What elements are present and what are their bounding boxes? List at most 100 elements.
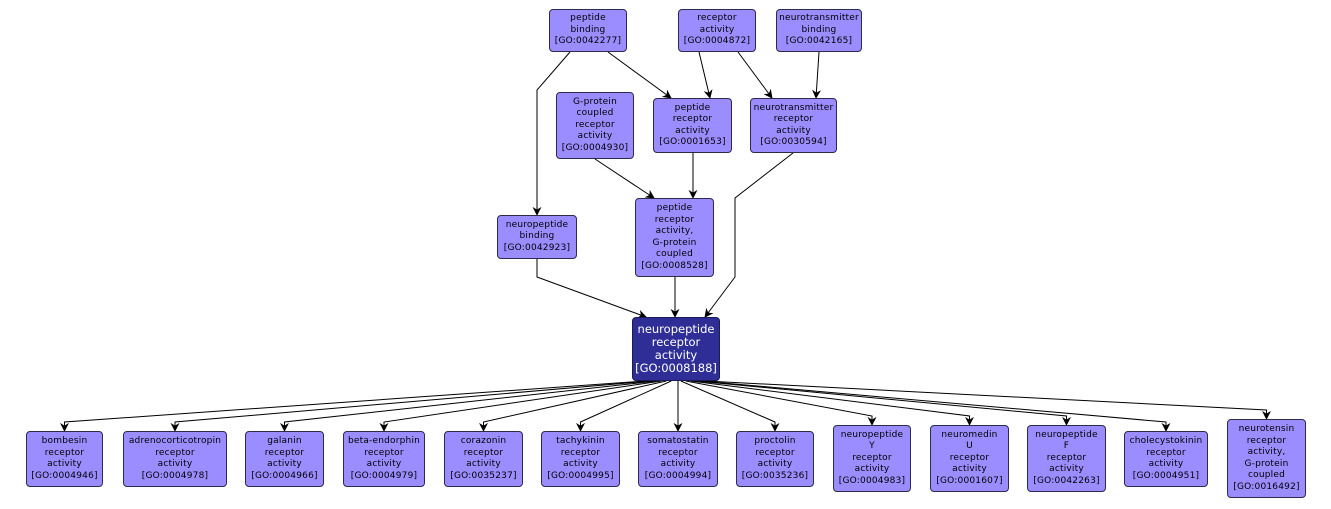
term-name-line: tachykinin bbox=[556, 436, 605, 446]
term-name-line: activity bbox=[466, 459, 501, 469]
term-name-line: activity bbox=[776, 125, 811, 136]
term-name-line: binding bbox=[519, 231, 555, 242]
term-name-line: activity bbox=[157, 459, 193, 469]
edge-GO0008188-to-GO0004983 bbox=[685, 380, 877, 426]
go-id-label: [GO:0008188] bbox=[635, 361, 717, 375]
term-name-line: activity bbox=[1148, 459, 1184, 469]
edge-GO0008188-to-GO0016492 bbox=[705, 380, 1271, 420]
term-name-line: corazonin bbox=[460, 436, 507, 446]
term-name-line: receptor bbox=[755, 447, 795, 458]
term-name-line: activity bbox=[577, 131, 613, 142]
term-name-line: neuropeptide bbox=[840, 429, 904, 440]
edge-GO0008188-to-GO0004978 bbox=[170, 380, 651, 432]
go-id-label: [GO:0004951] bbox=[1132, 470, 1200, 481]
term-name-line: coupled bbox=[1247, 470, 1286, 480]
edge-GO0008188-to-GO0004995 bbox=[576, 380, 672, 432]
go-id-label: [GO:0042165] bbox=[785, 36, 853, 47]
edge-GO0042165-to-GO0030594 bbox=[812, 51, 822, 99]
term-name-line: receptor bbox=[651, 335, 701, 349]
edge-GO0008188-to-GO0035236 bbox=[680, 380, 780, 432]
go-id-label: [GO:0042263] bbox=[1033, 475, 1100, 486]
term-name-line: neuromedin bbox=[941, 429, 998, 440]
term-name-line: activity bbox=[366, 459, 402, 469]
term-name-line: galanin bbox=[267, 436, 302, 446]
edge-GO0042923-to-GO0008188 bbox=[536, 259, 647, 319]
edge-GO0004872-to-GO0030594 bbox=[737, 51, 773, 99]
term-name-line: peptide bbox=[656, 203, 693, 213]
edge-GO0008188-to-GO0042263 bbox=[695, 380, 1071, 426]
term-name-line: activity, bbox=[1247, 447, 1286, 457]
go-id-label: [GO:0035236] bbox=[741, 470, 809, 481]
term-name-line: activity bbox=[675, 125, 710, 136]
go-id-label: [GO:0042923] bbox=[503, 242, 571, 253]
term-name-line: neurotransmitter bbox=[753, 102, 834, 113]
term-name-line: activity bbox=[267, 459, 302, 469]
term-name-line: receptor bbox=[658, 447, 698, 458]
term-name-line: receptor bbox=[773, 114, 814, 124]
term-name-line: binding bbox=[801, 24, 837, 35]
edge-GO0008188-to-GO0004979 bbox=[379, 380, 662, 432]
term-name-line: cholecystokinin bbox=[1129, 436, 1203, 446]
term-name-line: activity bbox=[654, 348, 698, 362]
go-id-label: [GO:0004994] bbox=[644, 470, 712, 481]
edge-GO0008188-to-GO0004951 bbox=[700, 380, 1171, 432]
term-name-line: receptor bbox=[1246, 435, 1287, 446]
term-name-line: receptor bbox=[1046, 452, 1087, 463]
term-name-line: proctolin bbox=[754, 436, 796, 446]
term-name-line: receptor bbox=[560, 447, 601, 458]
term-name-line: binding bbox=[570, 24, 606, 35]
edge-GO0008188-to-GO0035237 bbox=[479, 380, 667, 432]
term-name-line: receptor bbox=[575, 119, 615, 130]
term-name-line: coupled bbox=[576, 108, 614, 119]
go-id-label: [GO:0030594] bbox=[760, 137, 827, 147]
edge-GO0030594-to-GO0008188 bbox=[704, 152, 794, 318]
go-id-label: [GO:0008528] bbox=[641, 260, 708, 271]
term-name-line: activity bbox=[699, 24, 735, 35]
go-id-label: [GO:0001607] bbox=[936, 475, 1003, 486]
go-id-label: [GO:0004946] bbox=[31, 470, 98, 481]
term-name-line: receptor bbox=[697, 13, 737, 24]
term-name-line: G-protein bbox=[652, 237, 697, 248]
go-id-label: [GO:0004983] bbox=[838, 475, 906, 486]
term-name-line: receptor bbox=[155, 447, 195, 458]
term-name-line: activity bbox=[854, 464, 890, 475]
term-name-line: receptor bbox=[672, 114, 713, 124]
term-name-line: adrenocorticotropin bbox=[128, 436, 222, 446]
edge-GO0004872-to-GO0001653 bbox=[698, 51, 713, 99]
term-name-line: G-protein bbox=[572, 96, 617, 107]
term-name-line: beta-endorphin bbox=[347, 436, 421, 446]
term-name-line: activity bbox=[563, 459, 598, 469]
term-name-line: receptor bbox=[364, 447, 404, 458]
edge-GO0042277-to-GO0042923 bbox=[532, 51, 571, 216]
edge-GO0042277-to-GO0001653 bbox=[607, 51, 672, 99]
term-name-line: peptide bbox=[570, 13, 606, 24]
term-name-line: neuropeptide bbox=[1035, 429, 1098, 440]
term-name-line: neurotransmitter bbox=[779, 13, 859, 24]
go-id-label: [GO:0004930] bbox=[561, 142, 629, 153]
go-id-label: [GO:0042277] bbox=[554, 36, 622, 47]
term-name-line: receptor bbox=[654, 214, 695, 225]
